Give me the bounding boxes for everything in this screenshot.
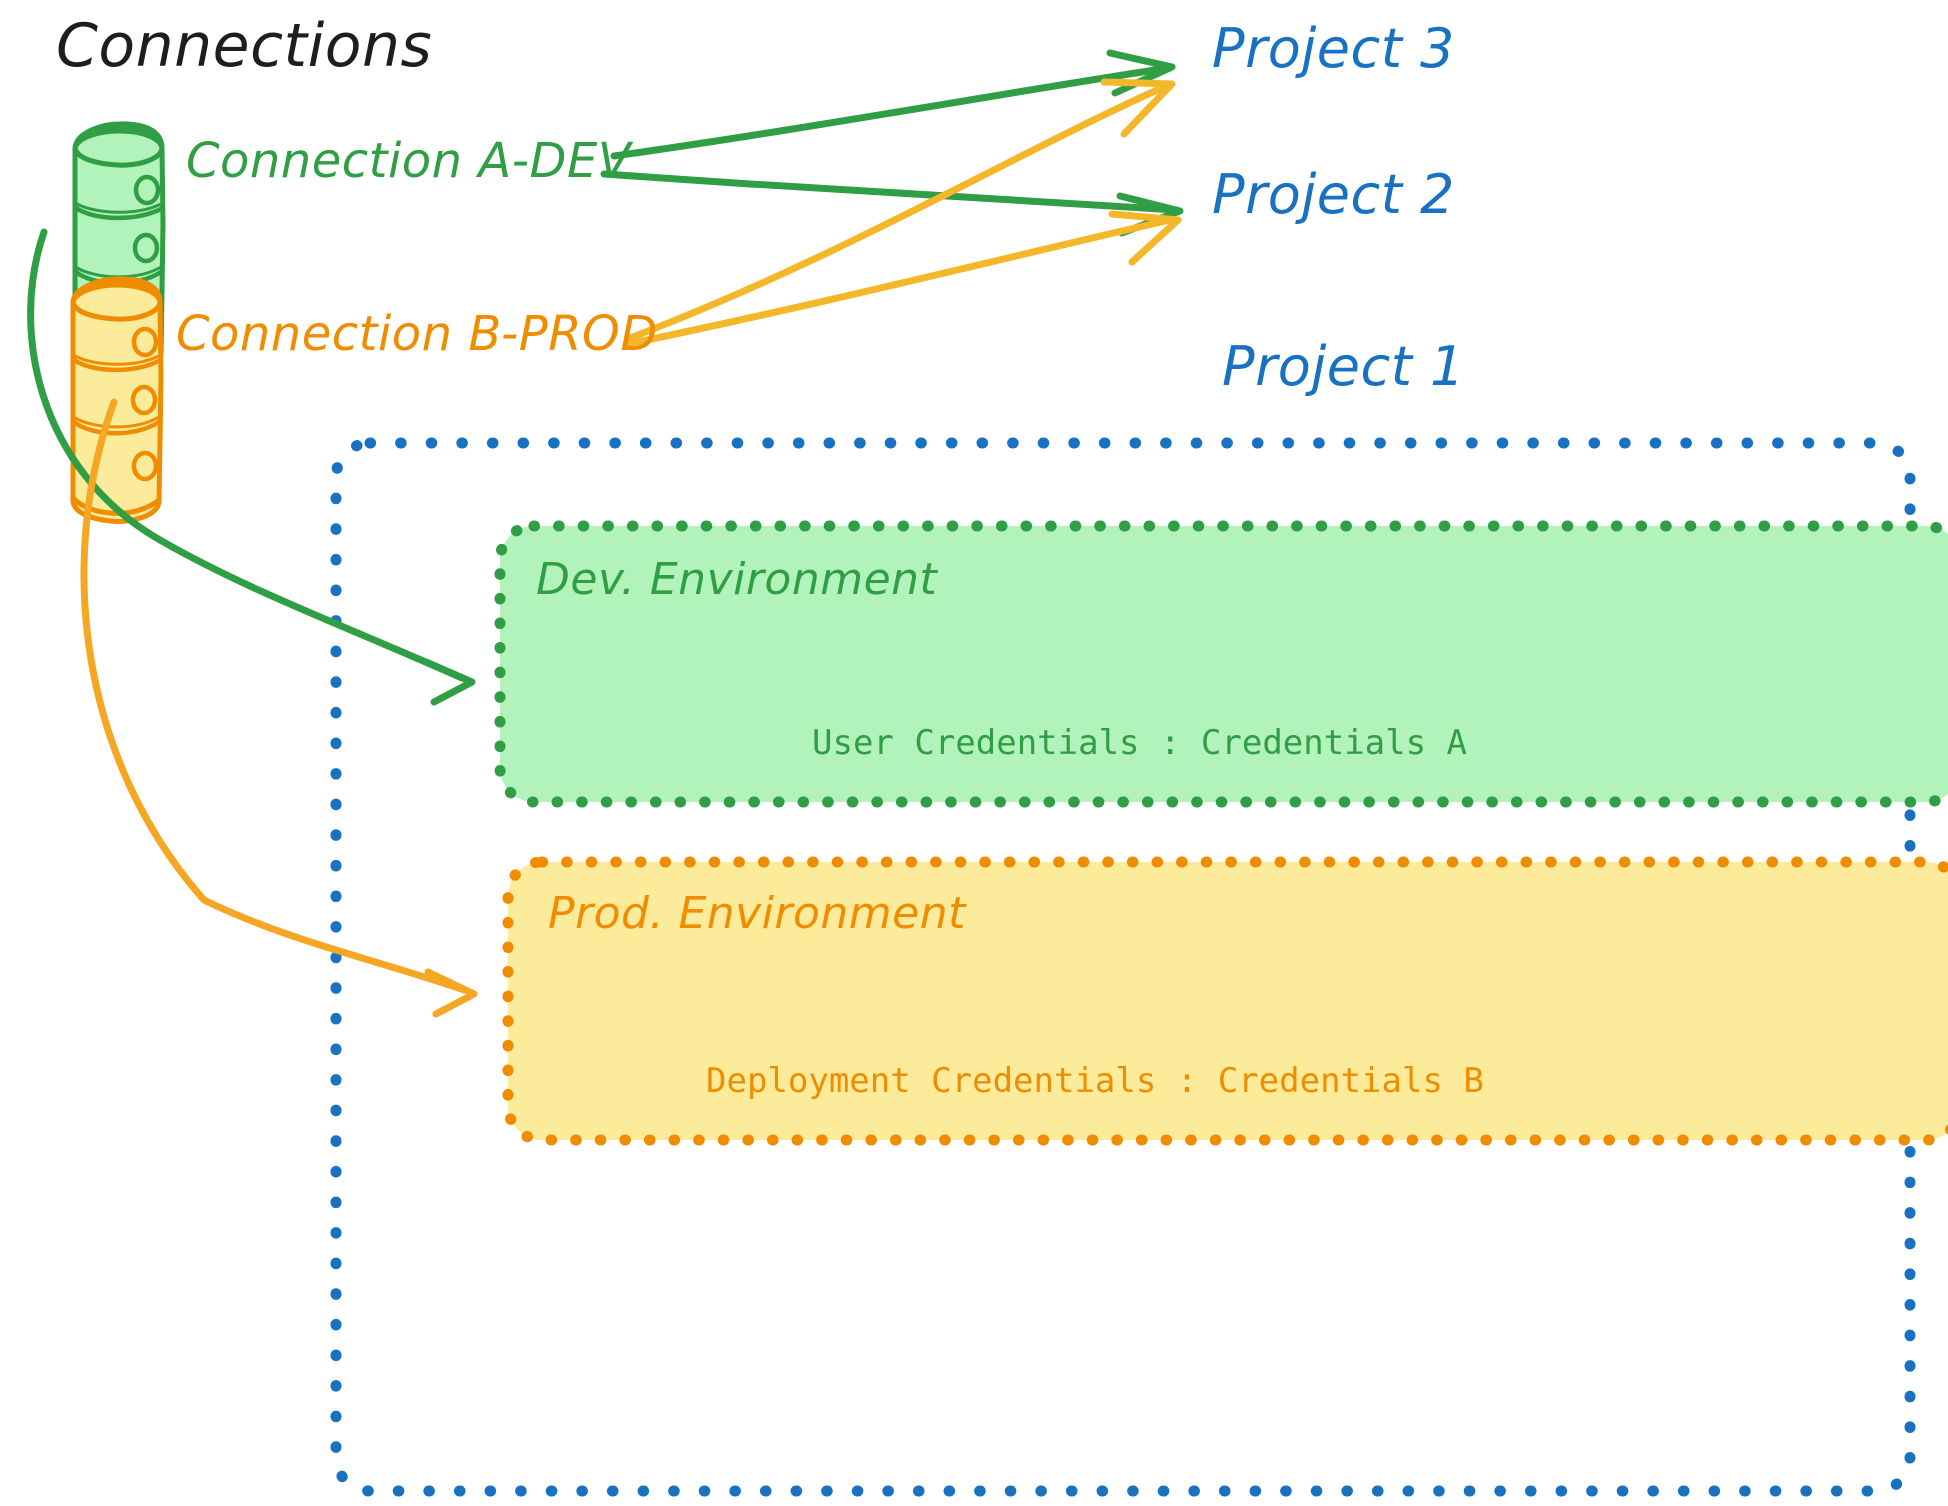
- edge-a-dev-to-project-3: [610, 49, 1176, 160]
- dev-environment-box[interactable]: [494, 520, 1948, 808]
- database-cylinder-icon: [70, 276, 164, 524]
- dev-environment-title: Dev. Environment: [536, 554, 938, 605]
- dev-environment-credentials: User Credentials : Credentials A: [812, 723, 1468, 763]
- project-3-label[interactable]: Project 3: [1212, 17, 1455, 80]
- edge-b-prod-to-prod-environment: [80, 398, 478, 1018]
- connection-a-dev-label[interactable]: Connection A-DEV: [186, 133, 632, 189]
- connection-b-prod-label[interactable]: Connection B-PROD: [176, 306, 658, 362]
- prod-environment-box[interactable]: [502, 856, 1948, 1146]
- edge-b-prod-to-project-2: [624, 210, 1182, 348]
- edge-b-prod-to-project-3: [626, 78, 1176, 342]
- prod-environment-credentials: Deployment Credentials : Credentials B: [706, 1061, 1484, 1101]
- prod-environment-title: Prod. Environment: [548, 888, 966, 939]
- page-title: Connections: [56, 11, 433, 81]
- project-1-label[interactable]: Project 1: [1222, 335, 1465, 398]
- edge-a-dev-to-dev-environment: [27, 228, 476, 706]
- project-2-label[interactable]: Project 2: [1212, 163, 1455, 226]
